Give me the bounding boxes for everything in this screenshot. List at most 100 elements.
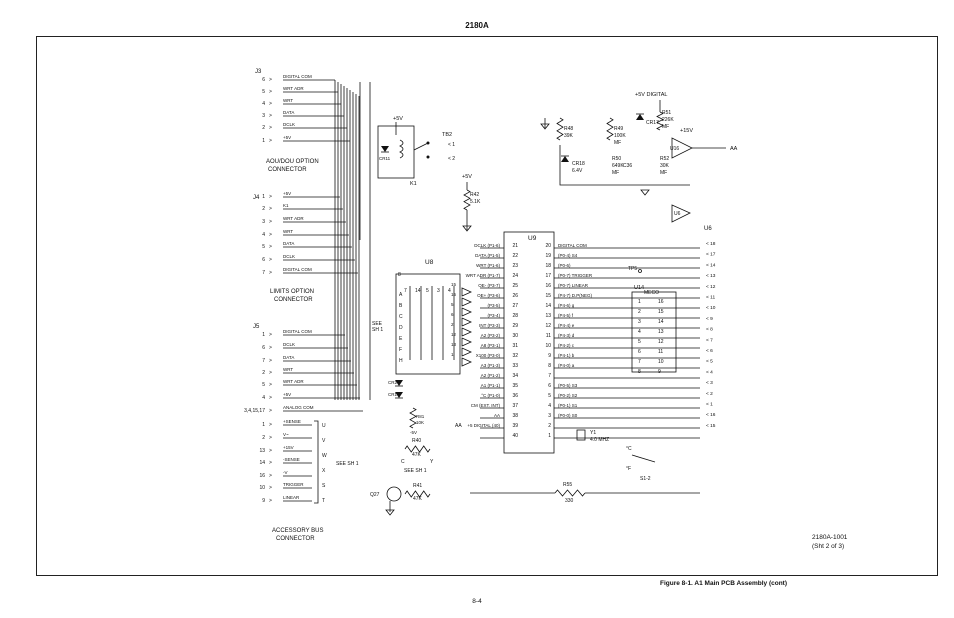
minus5v-label: -5V: [410, 430, 417, 435]
j5-pin-chevron: >: [269, 382, 272, 388]
u14-right-pin: 11: [658, 349, 663, 355]
terminal-2: < 2: [448, 156, 455, 162]
relay-ref: K1: [410, 181, 417, 187]
j5-pin-number: 9: [262, 498, 265, 504]
u9-body: [503, 231, 555, 454]
crystal-ref: Y1: [590, 430, 596, 436]
j3-pin-number: 2: [262, 125, 265, 131]
u8-right-pin: 16: [451, 292, 457, 297]
u14-left-pin: 7: [638, 359, 641, 365]
j5-pin-number: 3,4,15,17: [244, 408, 265, 414]
u14-left-pin: 4: [638, 329, 641, 335]
u9-left-pin-label: A3 (P1-3): [481, 363, 501, 368]
r51-resistor: [656, 111, 664, 131]
u9-ref: U9: [528, 235, 537, 242]
j4-pin-signal: WRT: [283, 229, 293, 234]
j5-pin-signal: -SENSE: [283, 457, 300, 462]
q27-ref: Q27: [370, 492, 380, 498]
pullup-ref: R42: [470, 192, 479, 198]
u14-ref: U14: [634, 285, 644, 291]
u9-right-pin-number: 18: [545, 263, 551, 269]
j4-pin-chevron: >: [269, 194, 272, 200]
u9-right-pin-label: (P4-3) d: [558, 333, 575, 338]
cr18-ref: CR18: [572, 161, 585, 167]
edge-connector-pin: < 11: [706, 295, 715, 301]
j3-pin-signal: DATA: [283, 110, 294, 115]
r51-tol: MF: [662, 124, 669, 130]
j4-pin-number: 5: [262, 244, 265, 250]
u8-right-pin: 12: [451, 332, 457, 337]
r51-ref: R51: [662, 110, 671, 116]
analog-supply: +5V DIGITAL: [635, 92, 667, 98]
r81-resistor: [409, 407, 417, 429]
u8-top-pin: 14: [415, 288, 421, 294]
j5-pin-chevron: >: [269, 345, 272, 351]
j5-pin-number: 6: [262, 345, 265, 351]
u9-right-pin-number: 20: [545, 243, 551, 249]
j3-pin-number: 1: [262, 138, 265, 144]
j5-pin-signal: LINEAR: [283, 495, 300, 500]
u9-right-pin-label: (P0-0) S0: [558, 413, 578, 418]
relay-coil: [399, 139, 404, 159]
j5-pin-signal: -V: [283, 470, 288, 475]
u9-left-pin-number: 27: [512, 303, 518, 309]
u9-left-pin-label: AA: [494, 413, 500, 418]
j3-pin-signal: WRT ADR: [283, 86, 304, 91]
j4-pin-signal: DIGITAL COM: [283, 267, 312, 272]
u9-left-pin-label: WRT (P1-6): [476, 263, 500, 268]
drawing-frame: [36, 36, 938, 576]
r48-resistor: [556, 117, 564, 141]
j4-ref: J4: [253, 195, 260, 201]
u6-label: U6: [704, 226, 712, 232]
r48-ref: R48: [564, 126, 573, 132]
edge-connector-pin: < 2: [706, 391, 713, 397]
j4-pin-signal: DATA: [283, 241, 294, 246]
u14-right-pin: 12: [658, 339, 664, 345]
u14-right-pin: 9: [658, 369, 661, 375]
aa-label: AA: [455, 423, 462, 429]
pullup-resistor: [463, 189, 471, 211]
analog-wire: [559, 145, 690, 186]
u9-left-pin-label: A2 (P3-2): [481, 333, 501, 338]
cr17-ref: CR17: [646, 120, 659, 126]
r55-value: 330: [565, 498, 574, 504]
analog-ground: [640, 189, 650, 196]
edge-connector-pin: < 5: [706, 359, 713, 365]
j4-pin-chevron: >: [269, 270, 272, 276]
edge-connector-pin: < 15: [706, 423, 716, 429]
edge-connector-pin: < 3: [706, 380, 713, 386]
u14-right-pin: 13: [658, 329, 664, 335]
u9-right-pin-number: 5: [548, 393, 551, 399]
cr1-ref: CR1: [388, 392, 397, 397]
analog-ground: [540, 123, 550, 130]
u8-ref: U8: [425, 259, 434, 266]
j5-pin-number: 7: [262, 358, 265, 364]
u8-buffer: [461, 317, 472, 327]
q27-ground: [385, 509, 395, 516]
j5-pin-number: 2: [262, 370, 265, 376]
r41-ref: R41: [413, 483, 422, 489]
u9-left-pin-number: 29: [512, 323, 518, 329]
j5-pin-signal: DIGITAL COM: [283, 329, 312, 334]
u9-right-pin-number: 19: [545, 253, 551, 259]
u9-left-pin-label: X100 (P3-0): [476, 353, 501, 358]
u9-right-pin-number: 12: [545, 323, 551, 329]
j5-bracket-letter: X: [322, 468, 326, 474]
cy-label-c: C: [401, 459, 405, 465]
cr2-ref: CR2: [388, 380, 397, 385]
j5-pin-chevron: >: [269, 358, 272, 364]
u8-buffer: [461, 297, 472, 307]
u9-right-pin-label: (P0-4) S4: [558, 253, 578, 258]
j5-pin-chevron: >: [269, 448, 272, 454]
u9-left-pin-number: 23: [512, 263, 518, 269]
u8-right-pin: 2: [451, 322, 454, 327]
u8-right-pin: 5: [451, 302, 454, 307]
j5-pin-signal: WRT: [283, 367, 293, 372]
j5-pin-chevron: >: [269, 395, 272, 401]
u9-left-pin-label: WRT ADR (P1-7): [466, 273, 501, 278]
c36-ref: C36: [623, 163, 632, 169]
u8-left-pin: C: [399, 314, 403, 320]
j5-pin-number: 2: [262, 435, 265, 441]
u8-left-pin: F: [399, 347, 402, 353]
edge-connector-pin: < 9: [706, 316, 713, 322]
